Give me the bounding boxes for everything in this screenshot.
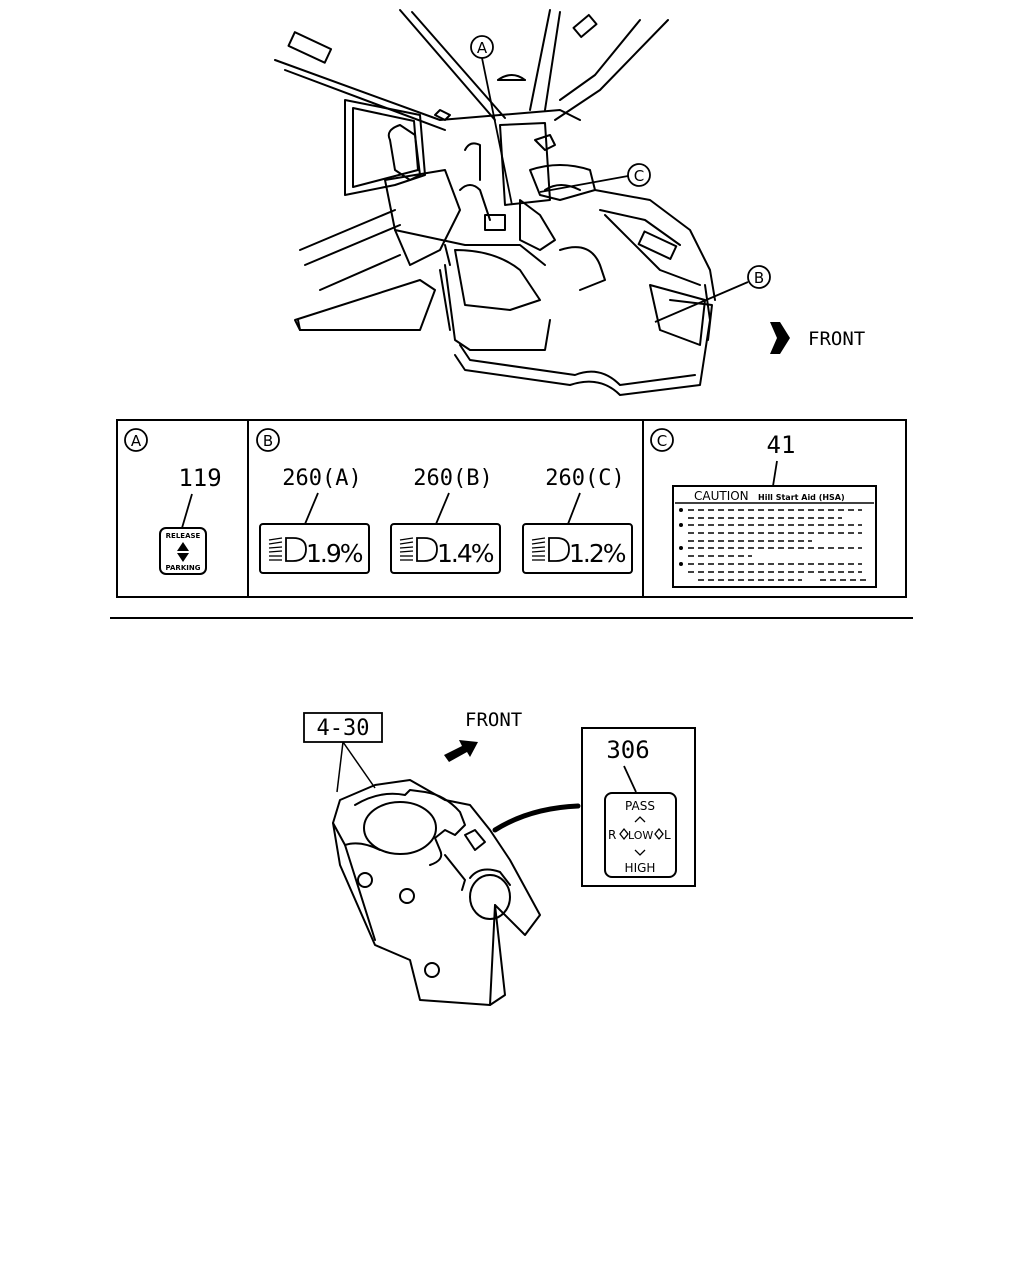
front-label-top: FRONT (808, 328, 865, 350)
label-l: L (664, 828, 671, 842)
panel-b-letter: B (263, 432, 273, 450)
label-low: LOW (628, 829, 653, 842)
release-parking-arrows-icon (177, 542, 189, 562)
headlamp-label-a-value: 1.9% (306, 539, 363, 568)
parking-label-release: RELEASE (166, 532, 201, 540)
caution-text-lines (679, 508, 870, 581)
headlamp-beam-icon (268, 537, 283, 561)
panel-b: B 260(A) 1.9% 260(B) 1.4% 260(C) (256, 428, 633, 574)
callout-b: B (654, 265, 771, 323)
headlamp-beam-icon (399, 537, 414, 561)
label-r: R (608, 828, 616, 842)
callout-c: C (539, 163, 651, 193)
chevron-down-icon (634, 849, 646, 856)
headlamp-label-c-part-number: 260(C) (545, 466, 624, 491)
front-arrow-icon (770, 322, 790, 354)
label-table (116, 419, 907, 598)
panel-a-part-number: 119 (178, 464, 221, 492)
headlamp-icon (285, 537, 307, 562)
callout-a: A (470, 35, 513, 206)
headlamp-icon (416, 537, 438, 562)
switch-part-number: 306 (606, 736, 649, 764)
caution-subtitle: Hill Start Aid (HSA) (758, 493, 845, 502)
callout-a-letter: A (477, 39, 488, 57)
front-label-bottom: FRONT (465, 709, 522, 731)
cab-interior-illustration (274, 9, 716, 396)
panel-c-part-number: 41 (767, 431, 796, 459)
label-high: HIGH (625, 861, 656, 875)
caution-word: CAUTION (694, 489, 749, 503)
headlamp-label-a-part-number: 260(A) (282, 466, 361, 491)
label-pass: PASS (625, 799, 655, 813)
panel-c-letter: C (657, 432, 667, 450)
combination-switch-illustration (332, 779, 541, 1006)
parking-label-parking: PARKING (166, 564, 201, 572)
panel-a-letter: A (131, 432, 142, 450)
callout-c-letter: C (634, 167, 644, 185)
front-arrow-bottom: FRONT (444, 709, 522, 762)
dimmer-switch-label-panel: 306 PASS R LOW L HIGH (581, 727, 696, 887)
front-arrow-bottom-icon (444, 740, 478, 762)
chevron-up-icon (634, 816, 646, 823)
headlamp-icon (548, 537, 570, 562)
headlamp-label-b-part-number: 260(B) (413, 466, 492, 491)
switch-leader-line (492, 803, 581, 833)
callout-b-letter: B (754, 269, 764, 287)
diamond-right-icon (654, 827, 664, 841)
front-arrow-top: FRONT (770, 322, 865, 354)
switch-ref-number: 4-30 (317, 716, 370, 741)
panel-c: C 41 CAUTION Hill Start Aid (HSA) (650, 428, 877, 588)
headlamp-beam-icon (531, 537, 546, 561)
headlamp-label-b-value: 1.4% (437, 539, 494, 568)
panel-a: A 119 RELEASE PARKING (124, 428, 222, 575)
dimmer-switch-label (604, 792, 677, 878)
switch-reference: 4-30 (303, 712, 383, 793)
diamond-left-icon (619, 827, 629, 841)
headlamp-label-c-value: 1.2% (569, 539, 626, 568)
